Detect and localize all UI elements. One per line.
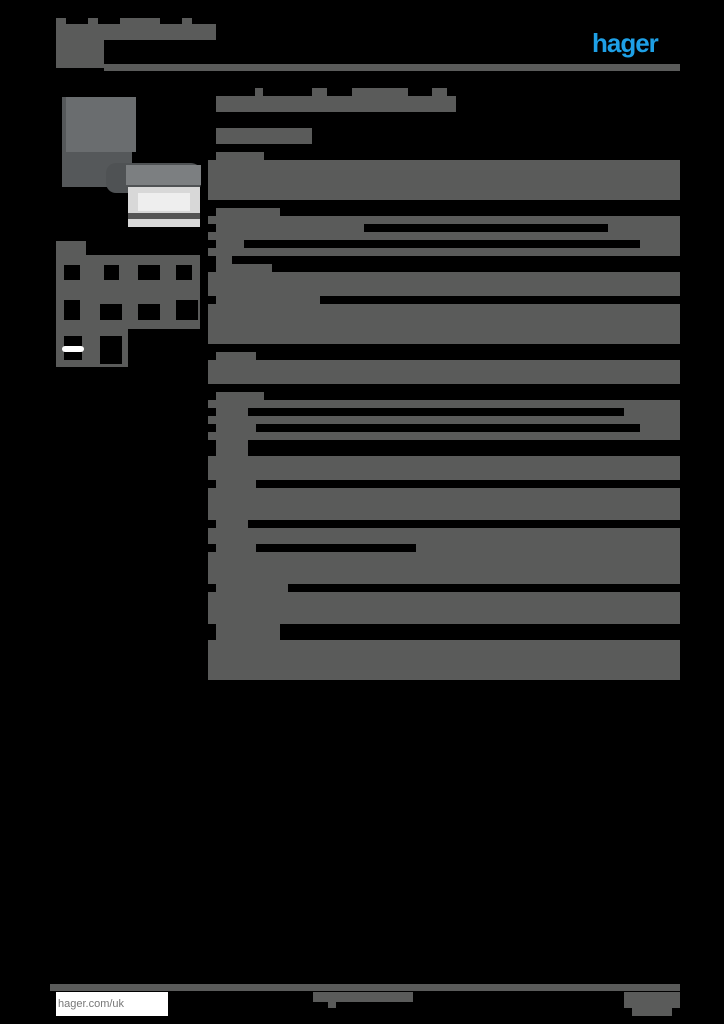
icon-4 xyxy=(176,265,192,280)
icon-2 xyxy=(104,265,119,280)
product-photo xyxy=(56,95,201,235)
icon-8 xyxy=(176,300,198,320)
icon-7 xyxy=(138,304,160,320)
icon-3 xyxy=(138,265,160,280)
icon-10 xyxy=(100,336,122,364)
footer-divider xyxy=(50,984,680,991)
icon-6 xyxy=(100,304,122,320)
icon-1 xyxy=(64,265,80,280)
hager-logo: hager xyxy=(592,28,659,58)
product-subtitle xyxy=(216,128,312,144)
header-divider xyxy=(104,64,680,71)
footer-url[interactable]: hager.com/uk xyxy=(56,992,168,1016)
icon-5 xyxy=(64,300,80,320)
